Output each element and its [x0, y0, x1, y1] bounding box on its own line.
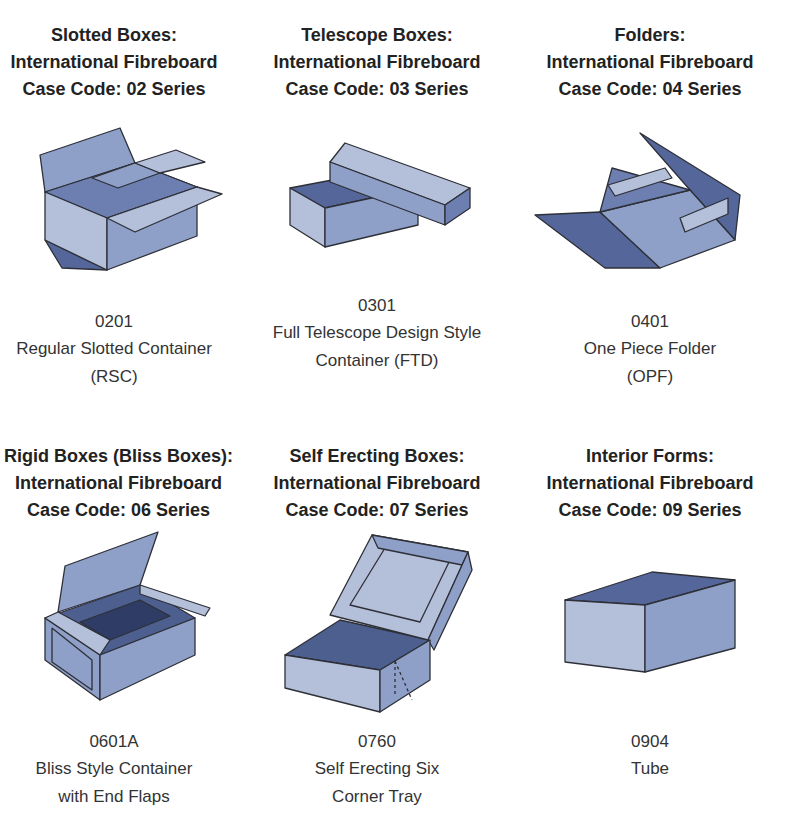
rsc-illustration	[40, 128, 222, 270]
section-heading: Folders: International Fibreboard Case C…	[546, 22, 753, 103]
section-heading: Interior Forms: International Fibreboard…	[546, 443, 753, 524]
style-code: 0301	[358, 292, 396, 320]
opf-illustration	[535, 133, 740, 268]
style-name: Regular Slotted Container (RSC)	[16, 335, 212, 391]
section-heading: Slotted Boxes: International Fibreboard …	[10, 22, 217, 103]
style-code: 0904	[631, 728, 669, 756]
section-heading: Rigid Boxes (Bliss Boxes): International…	[4, 443, 233, 524]
style-name: One Piece Folder (OPF)	[584, 335, 716, 391]
style-name: Tube	[631, 755, 669, 783]
style-code: 0601A	[89, 728, 138, 756]
style-name: Self Erecting Six Corner Tray	[315, 755, 440, 811]
style-code: 0760	[358, 728, 396, 756]
bliss-illustration	[45, 532, 210, 700]
style-code: 0401	[631, 308, 669, 336]
style-name: Bliss Style Container with End Flaps	[36, 755, 193, 811]
ftd-illustration	[290, 143, 470, 247]
tray-illustration	[285, 535, 472, 712]
section-heading: Telescope Boxes: International Fibreboar…	[273, 22, 480, 103]
section-heading: Self Erecting Boxes: International Fibre…	[273, 443, 480, 524]
style-name: Full Telescope Design Style Container (F…	[273, 319, 482, 375]
style-code: 0201	[95, 308, 133, 336]
tube-illustration	[565, 572, 735, 672]
